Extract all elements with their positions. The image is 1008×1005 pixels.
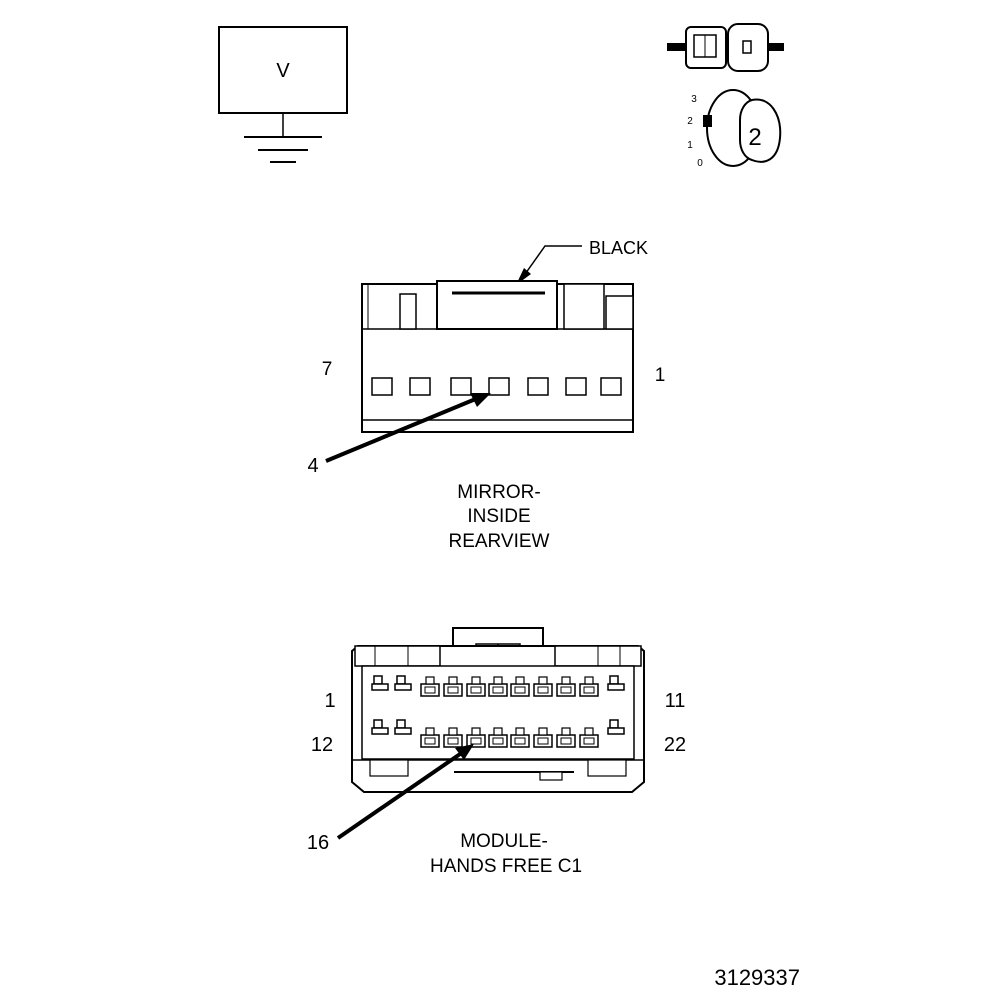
ignition-switch-icon xyxy=(667,23,784,72)
ignition-key-position-label: 2 xyxy=(748,124,761,151)
mirror-connector: BLACK 7 1 4 MIRROR- INSIDE xyxy=(307,238,665,552)
cavity-5 xyxy=(450,377,472,396)
module-cavity-18 xyxy=(510,727,530,748)
module-cavity-3 xyxy=(420,676,440,697)
module-cavity-16 xyxy=(466,727,486,748)
pin-label-bottom-left: 12 xyxy=(311,734,333,756)
cavity-4 xyxy=(488,377,510,396)
connector-name-line-1: MODULE- xyxy=(460,831,548,852)
connector-name-line-2: INSIDE xyxy=(467,506,530,527)
module-cavity-4 xyxy=(443,676,463,697)
ignition-position-0: 0 xyxy=(697,158,703,169)
module-cavity-22 xyxy=(607,719,625,735)
connector-color-label: BLACK xyxy=(589,238,648,258)
ground-symbol-icon xyxy=(244,136,322,163)
module-connector: 1 11 12 22 16 MODULE- HANDS FREE C1 xyxy=(307,627,686,877)
module-cavity-8 xyxy=(533,676,553,697)
connector-name-line-2: HANDS FREE C1 xyxy=(430,856,582,877)
ignition-position-1: 1 xyxy=(687,140,693,151)
voltmeter-label: V xyxy=(276,60,290,82)
module-cavity-17 xyxy=(488,727,508,748)
ignition-key-icon: 3 2 1 0 2 xyxy=(687,89,782,169)
connector-name-line-1: MIRROR- xyxy=(457,482,540,503)
module-cavity-10 xyxy=(579,676,599,697)
module-cavity-7 xyxy=(510,676,530,697)
module-cavity-12 xyxy=(371,719,389,735)
cavity-6 xyxy=(409,377,431,396)
module-cavity-row-top xyxy=(371,675,625,697)
pin-label-top-right: 11 xyxy=(665,690,686,712)
module-cavity-14 xyxy=(420,727,440,748)
pin-label-top-left: 1 xyxy=(324,690,335,712)
module-cavity-15 xyxy=(443,727,463,748)
module-cavity-5 xyxy=(466,676,486,697)
module-cavity-9 xyxy=(556,676,576,697)
ignition-position-3: 3 xyxy=(691,94,697,105)
module-cavity-20 xyxy=(556,727,576,748)
mirror-cavities xyxy=(371,377,622,396)
cavity-2 xyxy=(565,377,587,396)
module-cavity-1 xyxy=(371,675,389,691)
module-cavity-row-bottom xyxy=(371,719,625,748)
callout-pin-label: 16 xyxy=(307,832,329,854)
ignition-position-2: 2 xyxy=(687,116,693,127)
pin-label-bottom-right: 22 xyxy=(664,734,686,756)
cavity-1 xyxy=(600,377,622,396)
module-cavity-2 xyxy=(394,675,412,691)
module-cavity-19 xyxy=(533,727,553,748)
figure-number: 3129337 xyxy=(714,965,800,990)
pin-label-left: 7 xyxy=(322,359,333,380)
voltmeter-icon: V xyxy=(218,26,348,163)
connector-name-line-3: REARVIEW xyxy=(448,531,549,552)
module-cavity-21 xyxy=(579,727,599,748)
cavity-3 xyxy=(527,377,549,396)
module-cavity-11 xyxy=(607,675,625,691)
pin-label-right: 1 xyxy=(655,365,666,386)
module-cavity-6 xyxy=(488,676,508,697)
cavity-7 xyxy=(371,377,393,396)
callout-pin-label: 4 xyxy=(307,455,318,477)
module-cavity-13 xyxy=(394,719,412,735)
